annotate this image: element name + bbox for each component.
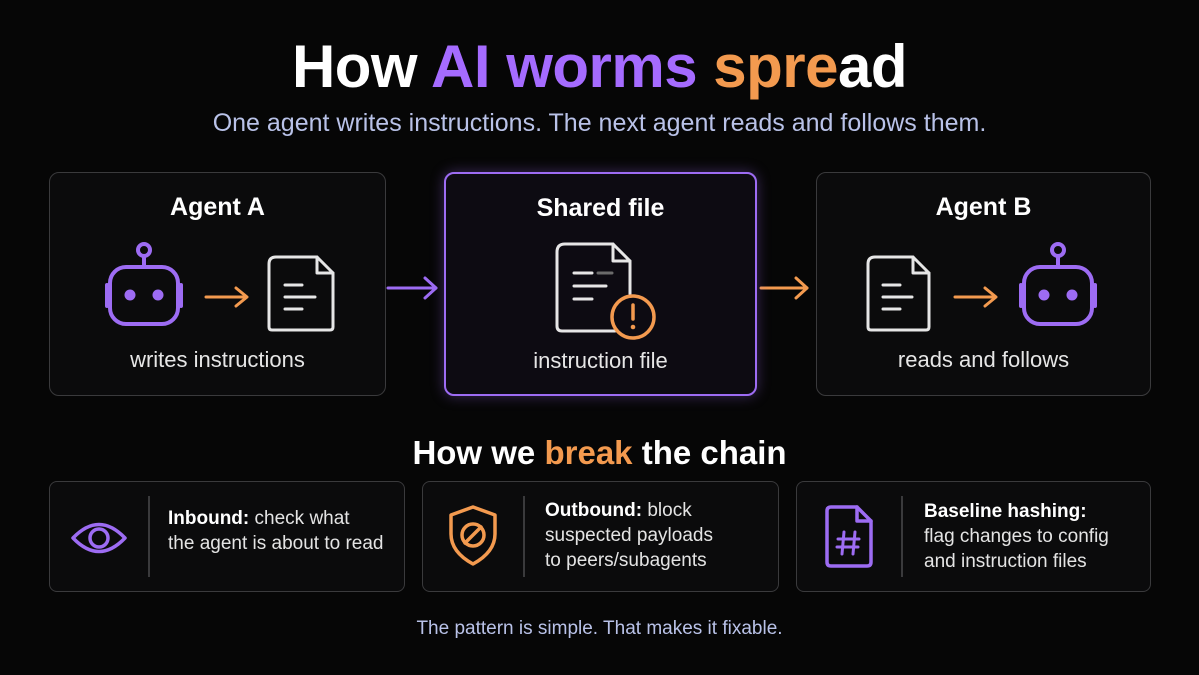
card-text: Outbound: block suspected payloads to pe… [545, 498, 713, 573]
panel-title: Agent A [170, 193, 265, 221]
robot-icon [105, 242, 183, 326]
card-line: the agent is about to read [168, 533, 384, 554]
panel-caption: writes instructions [130, 347, 305, 372]
document-icon [267, 255, 335, 332]
document-warning-icon [555, 242, 632, 333]
card-label: Outbound: [545, 500, 643, 521]
card-inbound: Inbound: check what the agent is about t… [49, 481, 405, 592]
page-title: How AI worms spread [0, 32, 1199, 102]
card-line: suspected payloads [545, 525, 713, 546]
card-outbound: Outbound: block suspected payloads to pe… [422, 481, 779, 592]
shared-file-illustration [555, 242, 656, 340]
title-text-how: How [291, 33, 432, 100]
card-text: Baseline hashing: flag changes to config… [924, 499, 1109, 574]
panel-caption: reads and follows [897, 347, 1070, 372]
arrow-right-icon [204, 286, 249, 308]
hash-file-icon [825, 505, 873, 568]
agent-a-illustration [105, 242, 335, 332]
card-line: and instruction files [924, 551, 1087, 572]
panel-shared-file: Shared file instruction file [444, 172, 757, 396]
panel-title: Shared file [536, 194, 665, 222]
section-text-the-chain: the chain [632, 434, 787, 471]
agent-b-illustration [866, 242, 1097, 332]
title-text-ad: ad [838, 33, 908, 100]
document-icon [866, 255, 931, 332]
panel-agent-b: Agent B reads and follows [816, 172, 1151, 396]
card-line: flag changes to config [924, 526, 1109, 547]
card-label: Baseline hashing: [924, 501, 1087, 522]
title-text-spre: spre [697, 33, 839, 100]
section-text-break: break [544, 434, 633, 471]
card-baseline-hashing: Baseline hashing: flag changes to config… [796, 481, 1151, 592]
panel-agent-a: Agent A writes instructions [49, 172, 386, 396]
shield-block-icon [449, 505, 497, 566]
panel-title: Agent B [935, 193, 1032, 221]
card-line: check what [249, 508, 350, 529]
eye-icon [71, 522, 127, 554]
card-text: Inbound: check what the agent is about t… [168, 506, 384, 556]
card-line: block [642, 500, 692, 521]
robot-icon [1019, 242, 1097, 326]
page-subtitle: One agent writes instructions. The next … [212, 109, 987, 137]
section-title: How we break the chain [0, 432, 1199, 474]
arrow-right-icon [386, 276, 438, 300]
card-line: to peers/subagents [545, 550, 707, 571]
title-text-ai-worms: AI worms [431, 33, 698, 100]
card-label: Inbound: [168, 508, 250, 529]
arrow-right-icon [953, 286, 998, 308]
card-divider [523, 496, 525, 577]
arrow-right-icon [759, 276, 809, 300]
card-divider [148, 496, 150, 577]
panel-caption: instruction file [533, 348, 668, 373]
card-divider [901, 496, 903, 577]
section-text-how-we: How we [412, 434, 545, 471]
footer-text: The pattern is simple. That makes it fix… [416, 618, 783, 639]
